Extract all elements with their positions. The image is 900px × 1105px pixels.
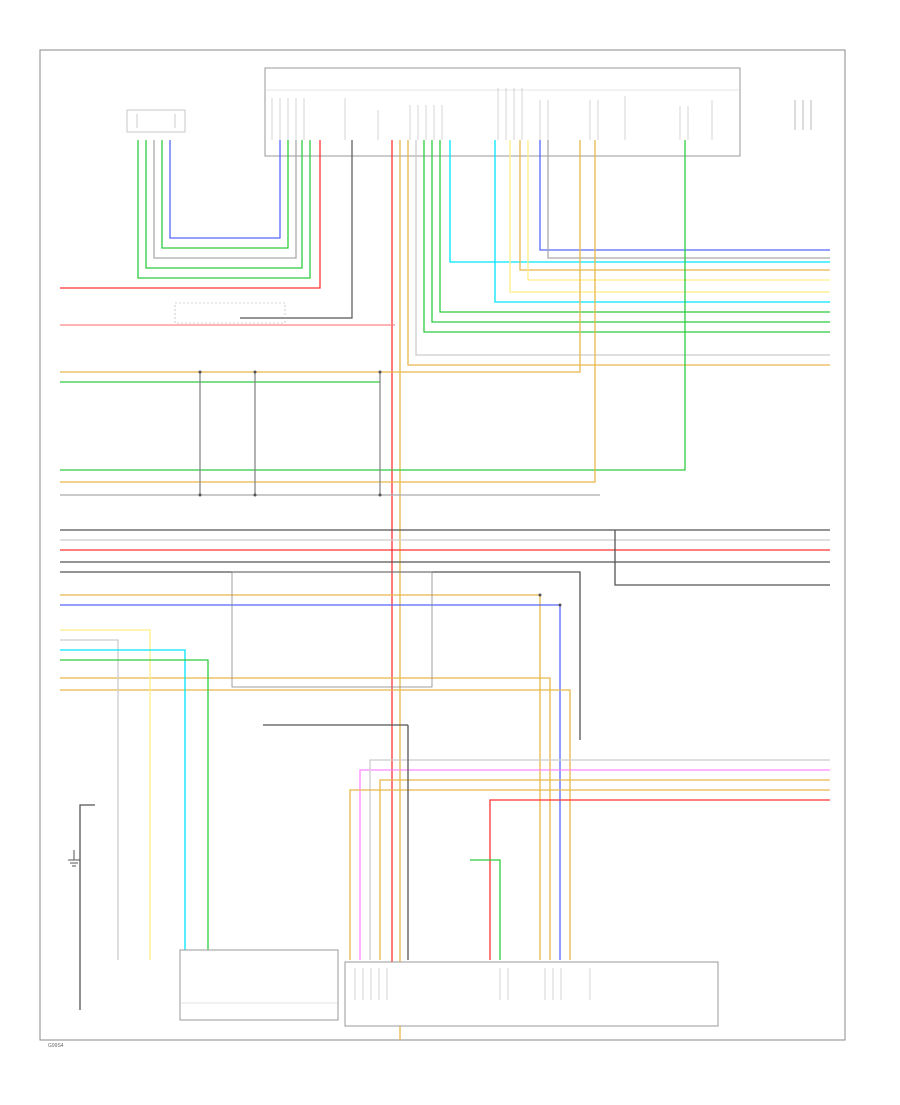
- wire-group-top-center: [240, 140, 353, 319]
- top-module: [264, 67, 741, 157]
- wire-group-lower-right: [263, 724, 830, 960]
- footer-code: G99S4: [48, 1043, 64, 1049]
- wire-bundle-top-left: [60, 140, 321, 289]
- top-left-connector: [126, 109, 186, 133]
- wire-group-upper-left: [60, 140, 686, 496]
- top-right-connector: [794, 100, 812, 130]
- wire-group-right: [391, 140, 830, 1040]
- bottom-right-module: [344, 961, 719, 1027]
- inline-connector-box: [174, 302, 286, 324]
- bottom-left-module: [179, 949, 339, 1021]
- page-border: [39, 49, 846, 1041]
- wire-group-lower-left: [60, 629, 209, 1010]
- wire-group-middle: [60, 529, 830, 740]
- ground-symbol: [68, 850, 80, 867]
- splice-points: [198, 370, 562, 607]
